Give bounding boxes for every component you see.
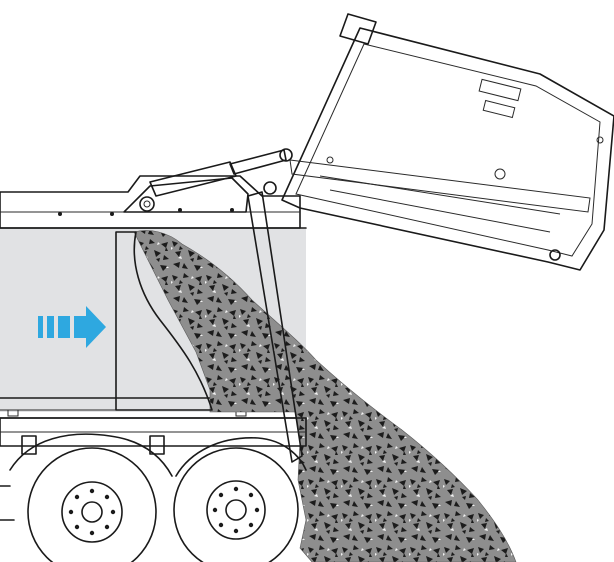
tailgate <box>282 14 614 270</box>
tailgate-cylinder <box>124 149 292 212</box>
wheel-icon <box>28 448 156 562</box>
wheel-icon <box>174 448 298 562</box>
chassis <box>0 418 306 520</box>
